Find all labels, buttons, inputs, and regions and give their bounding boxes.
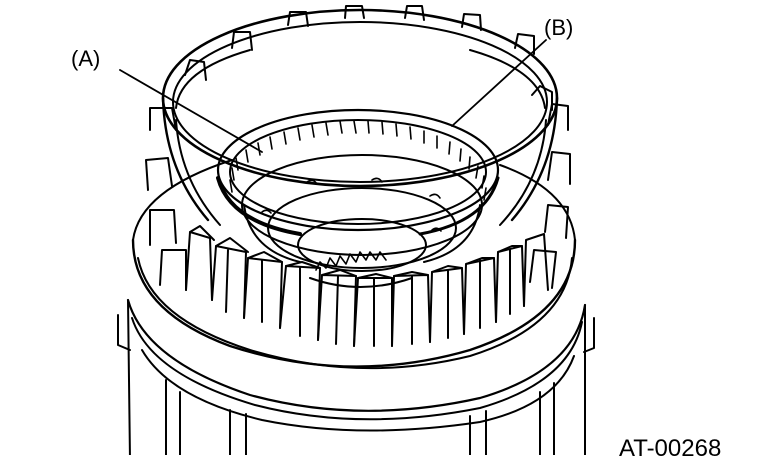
piston-hub <box>241 154 483 288</box>
callout-label-b: (B) <box>544 15 574 40</box>
snap-ring <box>216 108 500 236</box>
leader-lines <box>119 39 547 153</box>
callout-label-a: (A) <box>71 46 101 71</box>
figure-code: AT-00268 <box>619 435 722 462</box>
drum-wall <box>161 8 559 226</box>
outer-housing <box>117 159 595 455</box>
spline-teeth <box>145 5 571 347</box>
